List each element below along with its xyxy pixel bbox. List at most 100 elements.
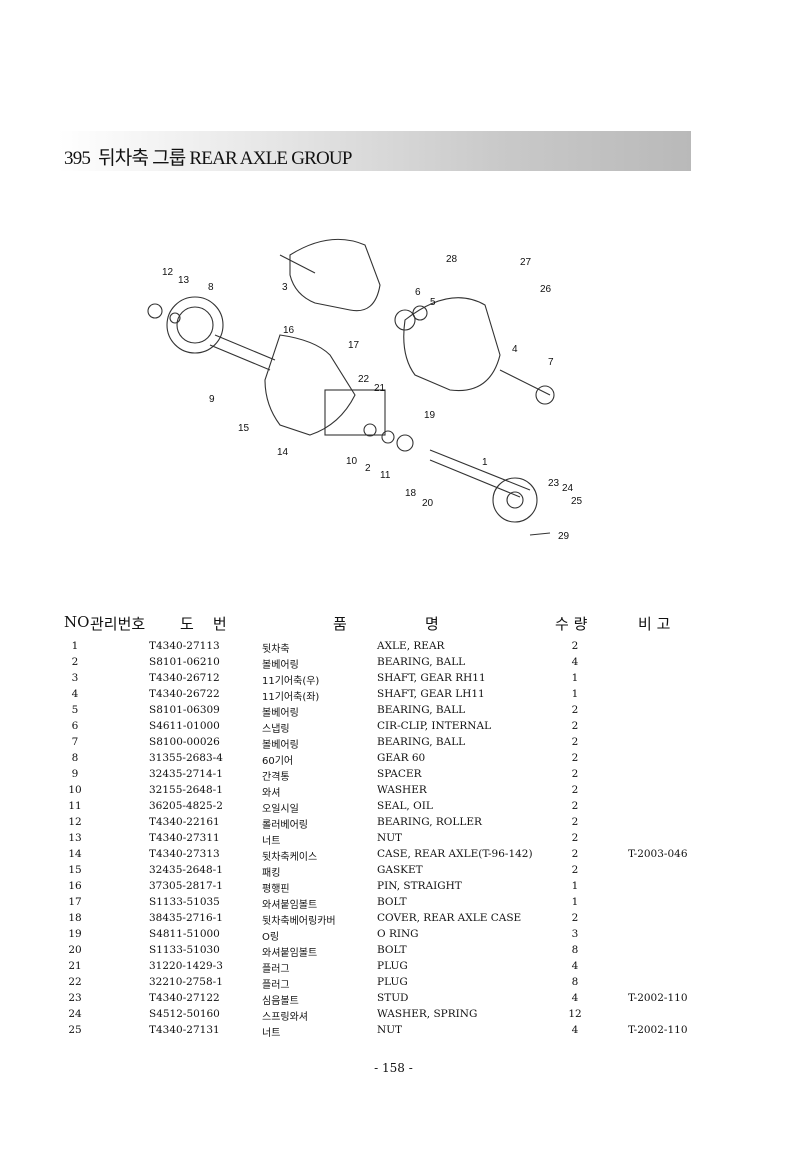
english-name: STUD <box>377 992 409 1004</box>
col-no: NO <box>64 613 90 631</box>
korean-name: 플러그 <box>262 964 290 975</box>
korean-name: 평행핀 <box>262 884 290 895</box>
callout-23: 23 <box>548 478 560 489</box>
group-title: 뒤차축 그룹 REAR AXLE GROUP <box>98 148 352 169</box>
part-number: S1133-51030 <box>149 944 220 956</box>
row-number: 4 <box>71 688 79 700</box>
quantity: 2 <box>571 640 579 652</box>
english-name: SPACER <box>377 768 422 780</box>
english-name: COVER, REAR AXLE CASE <box>377 912 522 924</box>
quantity: 2 <box>571 768 579 780</box>
english-name: NUT <box>377 832 403 844</box>
callout-20: 20 <box>422 498 434 509</box>
axle-case <box>264 334 356 436</box>
korean-name: 뒷차축베어링카버 <box>262 916 336 927</box>
row-number: 12 <box>68 816 82 828</box>
quantity: 8 <box>571 976 579 988</box>
callout-4: 4 <box>512 344 518 355</box>
part-number: S8101-06210 <box>149 656 220 668</box>
row-number: 6 <box>71 720 79 732</box>
remark: T-2002-110 <box>628 1024 688 1036</box>
row-number: 11 <box>68 800 82 812</box>
housing-right <box>403 297 501 392</box>
part-number: S4512-50160 <box>149 1008 220 1020</box>
callout-21: 21 <box>374 383 386 394</box>
english-name: SHAFT, GEAR RH11 <box>377 672 486 684</box>
row-number: 8 <box>71 752 79 764</box>
english-name: BEARING, BALL <box>377 736 466 748</box>
part-number: 32435-2648-1 <box>149 864 223 876</box>
english-name: BEARING, BALL <box>377 704 466 716</box>
part-number: T4340-27122 <box>149 992 220 1004</box>
part-number: T4340-27113 <box>149 640 220 652</box>
english-name: AXLE, REAR <box>377 640 445 652</box>
quantity: 2 <box>571 800 579 812</box>
part-number: T4340-22161 <box>149 816 220 828</box>
col-qty: 수 량 <box>555 615 588 633</box>
callout-10: 10 <box>346 456 358 467</box>
quantity: 4 <box>571 992 579 1004</box>
english-name: BEARING, ROLLER <box>377 816 482 828</box>
callout-24: 24 <box>562 483 574 494</box>
remark: T-2002-110 <box>628 992 688 1004</box>
callout-18: 18 <box>405 488 417 499</box>
row-number: 15 <box>68 864 82 876</box>
part-number: T4340-27313 <box>149 848 220 860</box>
part-number: 36205-4825-2 <box>149 800 223 812</box>
part-number: 32210-2758-1 <box>149 976 223 988</box>
english-name: PIN, STRAIGHT <box>377 880 462 892</box>
quantity: 2 <box>571 752 579 764</box>
quantity: 2 <box>571 832 579 844</box>
quantity: 2 <box>571 864 579 876</box>
callout-2: 2 <box>365 463 371 474</box>
housing-upper <box>289 238 381 312</box>
part-number: T4340-26712 <box>149 672 220 684</box>
row-number: 5 <box>71 704 79 716</box>
korean-name: 뒷차축케이스 <box>262 852 318 863</box>
callout-8: 8 <box>208 282 214 293</box>
english-name: CASE, REAR AXLE(T-96-142) <box>377 848 533 860</box>
row-number: 21 <box>68 960 82 972</box>
bolt-29 <box>529 532 551 536</box>
part-number: 38435-2716-1 <box>149 912 223 924</box>
axle-flange <box>492 477 538 523</box>
korean-name: 60기어 <box>262 756 294 767</box>
callout-27: 27 <box>520 257 532 268</box>
row-number: 16 <box>68 880 82 892</box>
callout-12: 12 <box>162 267 174 278</box>
english-name: GEAR 60 <box>377 752 426 764</box>
quantity: 3 <box>571 928 579 940</box>
part-number: S4611-01000 <box>149 720 220 732</box>
seal-ring-1 <box>363 423 377 437</box>
quantity: 2 <box>571 720 579 732</box>
korean-name: 스냅링 <box>262 724 290 735</box>
row-number: 22 <box>68 976 82 988</box>
callout-14: 14 <box>277 447 289 458</box>
callout-29: 29 <box>558 531 570 542</box>
korean-name: 와셔 <box>262 788 281 799</box>
english-name: GASKET <box>377 864 423 876</box>
callout-5: 5 <box>430 297 436 308</box>
row-number: 19 <box>68 928 82 940</box>
gear-60 <box>166 296 224 354</box>
quantity: 1 <box>571 880 579 892</box>
korean-name: 와셔붙임볼트 <box>262 948 318 959</box>
quantity: 2 <box>571 848 579 860</box>
